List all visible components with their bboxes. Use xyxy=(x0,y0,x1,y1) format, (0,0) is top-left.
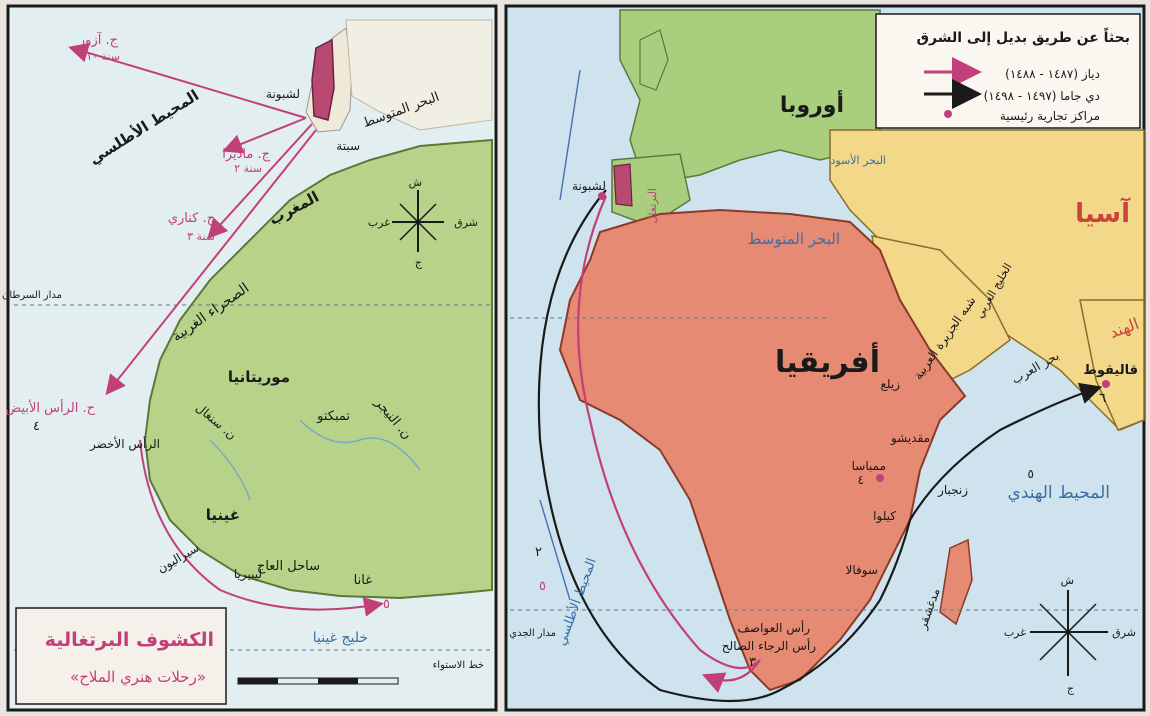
calicut-label: قاليقوط xyxy=(1083,363,1138,378)
europe-label: أوروبا xyxy=(780,89,844,118)
left-title-box xyxy=(15,607,227,705)
azores-year: سنة ١٠ xyxy=(86,50,120,63)
africa-land xyxy=(558,208,967,692)
good-hope-num: ٣ xyxy=(749,655,756,670)
west-africa-num: ٢ xyxy=(535,545,542,560)
africa-label: أفريقيا xyxy=(775,342,880,380)
legend-item-trade: مراكز تجارية رئيسية xyxy=(1000,109,1100,124)
right-compass-north: ش xyxy=(1061,574,1074,587)
right-mediterranean-label: البحر المتوسط xyxy=(748,230,840,248)
black-sea-label: البحر الأسود xyxy=(830,153,886,167)
ghana-label: غانا xyxy=(354,573,373,588)
ceuta-label: سبتة xyxy=(336,139,360,153)
indian-ocean-label: المحيط الهندي xyxy=(1008,483,1110,503)
madeira-label: ج. ماديرا xyxy=(222,147,270,162)
right-compass-west: غرب xyxy=(1004,626,1026,639)
cape-verde-label: الرأس الأخضر xyxy=(89,436,160,452)
legend-title: بحثاً عن طريق بديل إلى الشرق xyxy=(917,27,1130,46)
zanzibar-label: زنجبار xyxy=(937,483,968,498)
sofala-label: سوفالا xyxy=(846,563,879,578)
left-compass-west: غرب xyxy=(368,216,390,229)
right-map xyxy=(510,9,1145,703)
asia-label: آسيا xyxy=(1075,197,1131,229)
left-lisbon-label: لشبونة xyxy=(266,87,300,102)
mombasa-num: ٤ xyxy=(858,473,864,487)
west-num: ٥ xyxy=(539,579,546,594)
kilwa-label: كيلوا xyxy=(873,509,896,524)
left-scale-bar xyxy=(237,677,399,685)
left-compass-south: ج xyxy=(415,256,423,269)
cape-blanc-label: ح. الرأس الأبيض xyxy=(5,399,95,416)
legend-item-da-gama: دي جاما (١٤٩٧ - ١٤٩٨) xyxy=(984,89,1100,103)
right-compass-east: شرق xyxy=(1112,626,1136,639)
portugal-shape-right xyxy=(613,163,633,207)
right-compass-south: ج xyxy=(1067,682,1075,695)
guinea-label: غينيا xyxy=(206,506,240,524)
mombasa-label: ممباسا xyxy=(852,459,886,473)
da-gama-route xyxy=(537,189,1103,703)
left-voyage-5: ٥ xyxy=(383,597,390,612)
kilwa-num: ٥ xyxy=(1028,467,1034,481)
cape-blanc-num: ٤ xyxy=(33,419,40,434)
equator-label-left: خط الاستواء xyxy=(433,660,484,671)
legend-item-dias: دياز (١٤٨٧ - ١٤٨٨) xyxy=(1005,67,1100,82)
canary-label: ج. كناري xyxy=(168,211,216,226)
left-map-subtitle: «رحلات هنري الملاح» xyxy=(70,668,206,687)
azores-label: ج. آزور xyxy=(78,31,119,48)
canary-year: سنة ٣ xyxy=(187,230,215,243)
left-map xyxy=(12,10,493,706)
timbuktu-label: تمبكتو xyxy=(316,409,350,424)
good-hope-label: رأس العواصف xyxy=(737,620,810,636)
tropic-label-left: مدار السرطان xyxy=(2,290,62,301)
portugal-label: البرتغال xyxy=(646,188,659,224)
right-lisbon-label: لشبونة xyxy=(572,179,606,194)
left-map-title: الكشوف البرتغالية xyxy=(45,629,214,651)
portugal-shape xyxy=(311,38,335,121)
madagascar-land xyxy=(939,538,973,626)
left-compass-east: شرق xyxy=(454,216,478,229)
dias-route xyxy=(577,195,761,693)
left-compass-north: ش xyxy=(409,176,422,189)
legend-box xyxy=(875,13,1141,129)
left-compass xyxy=(392,190,444,252)
liberia-label: ليبيريا xyxy=(234,567,262,582)
mauritania-label: موريتانيا xyxy=(228,368,290,386)
zeila-label: زيلع xyxy=(881,377,901,392)
good-hope-label-2: رأس الرجاء الصالح xyxy=(722,638,816,654)
mogadishu-label: مقديشو xyxy=(890,431,930,446)
madeira-year: سنة ٢ xyxy=(234,162,262,175)
ivory-coast-label: ساحل العاج xyxy=(257,559,320,574)
tropic-label-right: مدار الجدي xyxy=(509,628,556,639)
gulf-guinea-label: خليج غينيا xyxy=(313,630,368,646)
calicut-num: ٦ xyxy=(1099,391,1106,406)
right-compass xyxy=(1030,590,1108,676)
